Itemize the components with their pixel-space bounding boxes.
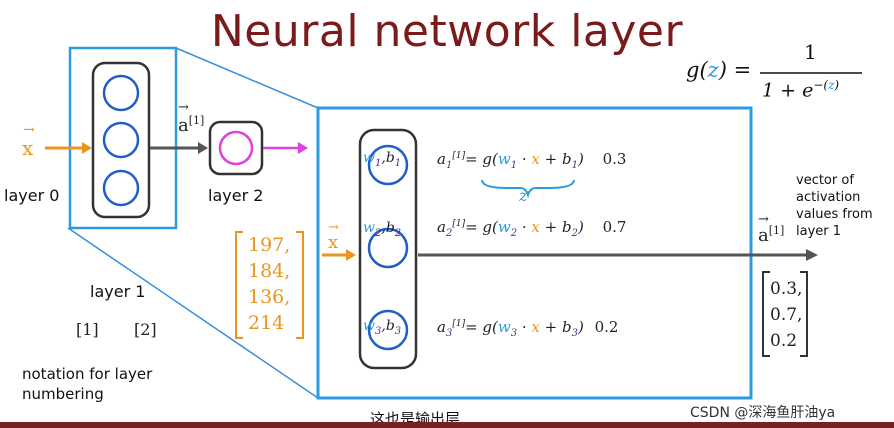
layer1-highlight-box <box>68 46 178 230</box>
a1-vector-label: →a[1] <box>758 212 785 246</box>
input-x-label: →x <box>22 122 35 160</box>
layer2-label: layer 2 <box>208 186 264 205</box>
layer0-label: layer 0 <box>4 186 60 205</box>
brace-z-label: z <box>519 186 528 205</box>
activation-arrow <box>806 249 818 261</box>
unit1-equation: a1[1]= g(w1 · x + b1) 0.3 <box>437 150 627 171</box>
slide-title: Neural network layer <box>210 6 684 57</box>
zoom-input-x: →x <box>328 220 339 253</box>
unit3-equation: a3[1]= g(w3 · x + b3) 0.2 <box>437 318 619 339</box>
zoom-box <box>316 106 753 400</box>
layer2-neuron <box>218 130 254 166</box>
formula-denominator: 1 + e−(z) <box>762 78 840 102</box>
watermark: CSDN @深海鱼肝油ya <box>690 405 836 421</box>
input-arrow <box>82 142 92 154</box>
unit2-params: w2,b2 <box>363 220 402 239</box>
input-values: 197,184,136,214 <box>248 234 291 334</box>
unit2-equation: a2[1]= g(w2 · x + b2) 0.7 <box>437 218 627 239</box>
formula-numerator: 1 <box>804 40 817 64</box>
output-vector: 0.3,0.7,0.2 <box>770 279 803 351</box>
brace <box>481 179 575 199</box>
bottom-bar <box>0 422 894 428</box>
layer2-box <box>208 120 264 176</box>
a1-arrow <box>198 142 208 154</box>
neuron-3 <box>102 169 140 207</box>
output-arrow <box>298 142 308 154</box>
layer1-label: layer 1 <box>90 282 146 301</box>
layer1-box <box>91 61 151 219</box>
zoom-layer-box <box>358 128 418 370</box>
notation-bracket-2: [2] <box>134 320 157 339</box>
formula-lhs: g(z) = <box>686 58 752 82</box>
zoom-line-top <box>175 47 319 109</box>
subtitle: 这也是输出层 <box>370 410 461 422</box>
unit3-params: w3,b3 <box>363 318 402 337</box>
zoom-line-bottom <box>67 227 319 399</box>
unit1-params: w1,b1 <box>363 150 402 169</box>
a1-label: →a[1] <box>178 100 205 136</box>
neuron-1 <box>102 74 140 112</box>
notation-bracket-1: [1] <box>76 320 99 339</box>
neuron-2 <box>102 121 140 159</box>
